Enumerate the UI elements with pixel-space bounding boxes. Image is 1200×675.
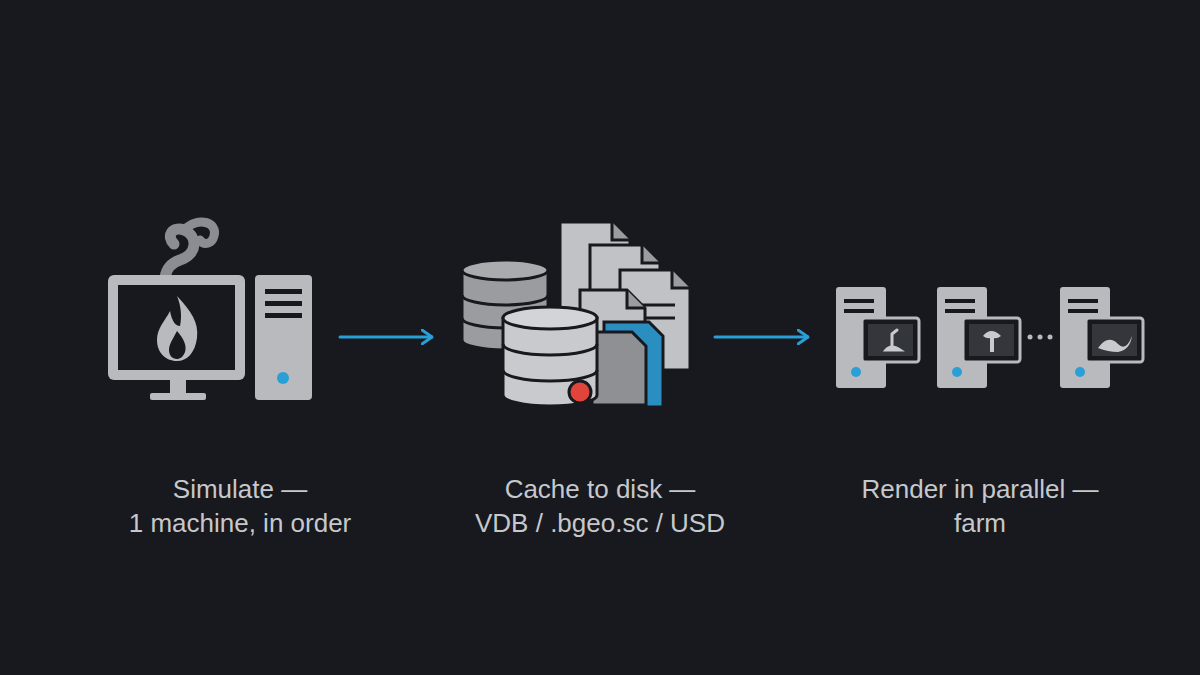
drive-slot: [945, 299, 975, 303]
drive-slot: [844, 309, 874, 313]
database-band: [503, 370, 597, 381]
monitor-stand: [170, 380, 186, 394]
monitor-screen: [118, 285, 235, 370]
step-label: Simulate —1 machine, in order: [40, 472, 440, 540]
monitor-base: [150, 393, 206, 400]
database-band: [503, 344, 597, 355]
monitor-frame: [108, 275, 245, 380]
drive-slot: [1068, 299, 1098, 303]
server-icon: [836, 287, 919, 388]
database-cylinder: [503, 318, 597, 406]
step-detail: VDB / .bgeo.sc / USD: [400, 506, 800, 540]
database-top: [503, 307, 597, 329]
render-window: [1086, 318, 1143, 362]
workstation-icon: [108, 222, 312, 400]
step-label: Render in parallel —farm: [780, 472, 1180, 540]
file-sheet: [592, 332, 646, 405]
process-step: Simulate —1 machine, in order: [100, 200, 340, 550]
step-detail: 1 machine, in order: [40, 506, 440, 540]
render-window: [963, 318, 1020, 362]
storage-icon: [462, 222, 690, 407]
drive-slot: [945, 309, 975, 313]
status-dot: [569, 381, 591, 403]
flow-arrow: [340, 336, 432, 339]
preview-shape: [983, 331, 1001, 352]
preview-shape: [886, 330, 900, 350]
power-light: [952, 367, 962, 377]
render-preview: [868, 324, 913, 356]
drive-slot: [265, 301, 302, 306]
file-fold: [672, 270, 690, 288]
drive-slot: [844, 299, 874, 303]
drive-slot: [265, 289, 302, 294]
power-light: [277, 372, 289, 384]
drive-slot: [1068, 309, 1098, 313]
flame-core: [169, 331, 186, 359]
power-light: [851, 367, 861, 377]
ellipsis-dot: [1038, 335, 1043, 340]
render-window: [862, 318, 919, 362]
database-top: [462, 260, 548, 280]
flow-arrow: [715, 336, 808, 339]
step-heading: Render in parallel —: [780, 472, 1180, 506]
power-light: [1075, 367, 1085, 377]
process-step: Cache to disk —VDB / .bgeo.sc / USD: [432, 215, 715, 550]
ellipsis-dot: [1028, 335, 1033, 340]
render-preview: [969, 324, 1014, 356]
ellipsis-dot: [1048, 335, 1053, 340]
tower-case: [255, 275, 312, 400]
step-heading: Cache to disk —: [400, 472, 800, 506]
step-detail: farm: [780, 506, 1180, 540]
server-icon: [1060, 287, 1143, 388]
smoke-curl: [184, 222, 215, 243]
render-farm-icon: [836, 287, 1143, 388]
database-band: [462, 295, 548, 305]
flame-symbol: [157, 296, 197, 361]
drive-slot: [265, 313, 302, 318]
file-fold: [627, 290, 645, 308]
step-heading: Simulate —: [40, 472, 440, 506]
preview-shape: [1098, 336, 1132, 352]
step-label: Cache to disk —VDB / .bgeo.sc / USD: [400, 472, 800, 540]
file-fold: [612, 222, 630, 240]
process-step: Render in parallel —farm: [808, 280, 1148, 550]
render-preview: [1092, 324, 1137, 356]
file-fold: [642, 245, 660, 263]
server-icon: [937, 287, 1020, 388]
